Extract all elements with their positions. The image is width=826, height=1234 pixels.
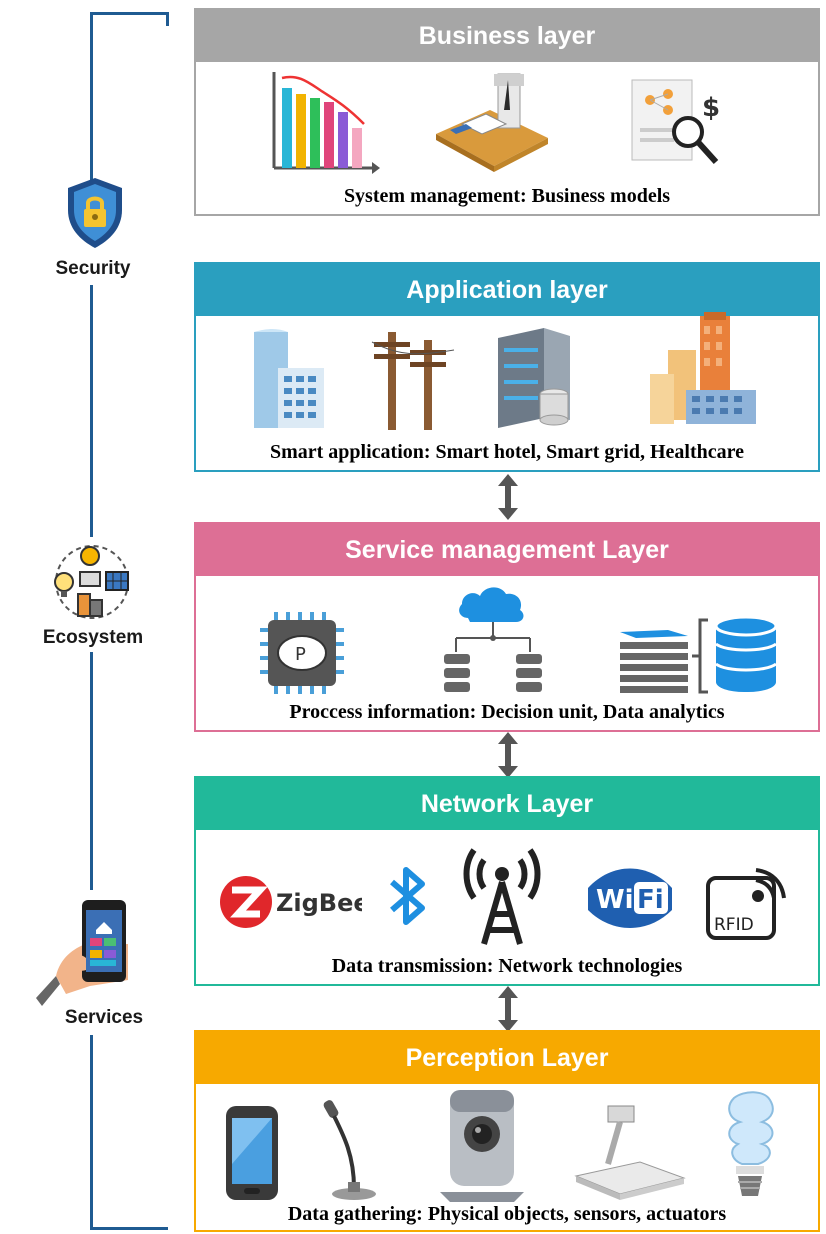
service-management-layer: Service management Layer P — [194, 522, 820, 732]
application-layer-caption: Smart application: Smart hotel, Smart gr… — [269, 441, 744, 463]
bidirectional-arrow-1 — [498, 474, 518, 520]
business-layer-header: Business layer — [196, 10, 818, 62]
services-label: Services — [64, 1007, 144, 1028]
application-layer-title: Application layer — [406, 275, 608, 304]
network-layer: Network Layer ZigBee Wi Fi RFID Data tra… — [194, 776, 820, 986]
projector-icon — [574, 1105, 686, 1200]
network-layer-title: Network Layer — [420, 789, 594, 818]
security-label: Security — [55, 258, 131, 279]
building-icon — [254, 329, 324, 428]
application-layer: Application layer — [194, 262, 820, 472]
bracket-vertical-2 — [90, 285, 93, 537]
microphone-icon — [323, 1100, 376, 1200]
perception-layer-title: Perception Layer — [405, 1043, 609, 1072]
processor-chip-icon: P — [260, 612, 344, 694]
rfid-text: RFID — [714, 915, 754, 935]
bracket-vertical-1 — [90, 12, 93, 180]
business-layer-caption: System management: Business models — [343, 185, 671, 207]
server-icon — [498, 328, 570, 428]
application-layer-header: Application layer — [196, 264, 818, 316]
service-management-layer-title: Service management Layer — [345, 535, 669, 564]
bracket-top — [90, 12, 168, 15]
ecosystem-icon — [54, 545, 129, 619]
bidirectional-arrow-2 — [498, 732, 518, 778]
rfid-icon: RFID — [706, 868, 786, 940]
database-stack-icon — [620, 615, 778, 694]
wifi-logo: Wi Fi — [588, 868, 672, 928]
bar-chart-icon — [272, 72, 380, 174]
wifi-text-b: Fi — [637, 885, 664, 915]
bracket-top-tick — [166, 12, 169, 26]
wifi-text-a: Wi — [596, 885, 634, 915]
network-layer-caption: Data transmission: Network technologies — [331, 955, 683, 977]
zigbee-text: ZigBee — [276, 889, 362, 917]
antenna-tower-icon — [463, 848, 541, 945]
bracket-vertical-4 — [90, 1035, 93, 1230]
bidirectional-arrow-3 — [498, 986, 518, 1032]
bracket-vertical-3 — [90, 652, 93, 890]
document-search-icon: $ — [631, 79, 720, 165]
network-layer-header: Network Layer — [196, 778, 818, 830]
ecosystem-label: Ecosystem — [42, 627, 144, 648]
perception-layer-header: Perception Layer — [196, 1032, 818, 1084]
bluetooth-icon — [390, 867, 425, 925]
power-pole-icon — [371, 332, 455, 430]
svg-text:$: $ — [702, 93, 720, 123]
business-layer-title: Business layer — [418, 21, 596, 50]
smartphone-icon — [226, 1106, 278, 1200]
hand-phone-icon — [36, 900, 128, 1006]
chip-letter: P — [295, 644, 306, 665]
business-layer: Business layer $ System managemen — [194, 8, 820, 216]
light-bulb-icon — [728, 1091, 774, 1196]
perception-layer: Perception Layer Data gathering: Physica… — [194, 1030, 820, 1232]
zigbee-logo: ZigBee — [220, 876, 362, 928]
service-management-layer-caption: Proccess information: Decision unit, Dat… — [289, 701, 725, 723]
perception-layer-caption: Data gathering: Physical objects, sensor… — [287, 1203, 727, 1225]
city-icon — [650, 312, 756, 424]
cloud-network-icon — [444, 587, 542, 692]
shield-lock-icon — [68, 178, 122, 248]
office-desk-icon — [436, 73, 548, 172]
bracket-bottom — [90, 1227, 168, 1230]
camera-icon — [440, 1090, 524, 1202]
service-management-layer-header: Service management Layer — [196, 524, 818, 576]
